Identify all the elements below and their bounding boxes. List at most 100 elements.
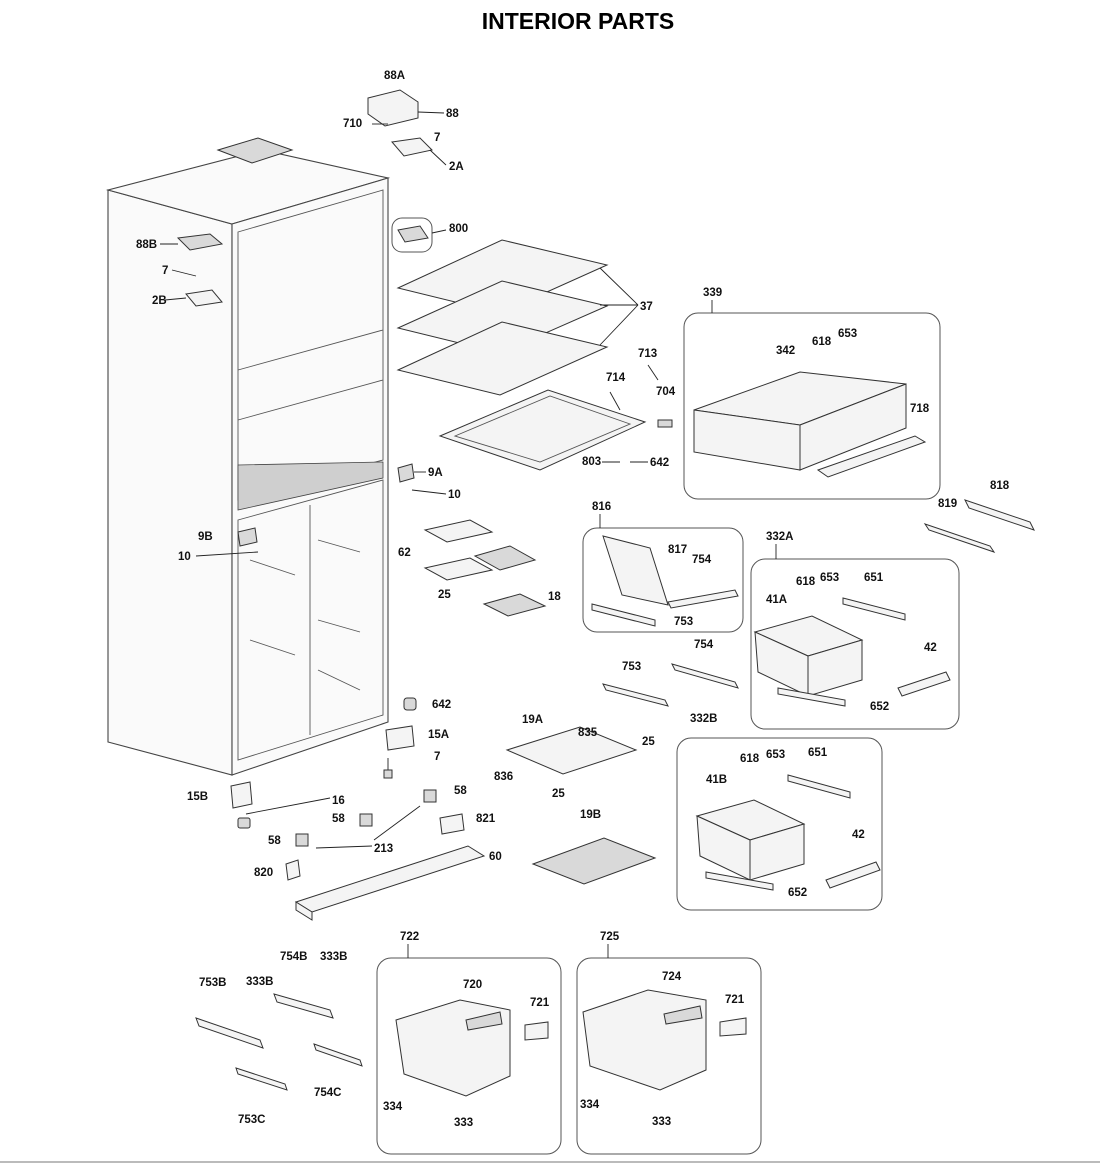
callout-836: 836: [494, 771, 513, 783]
drawer-group-339: 339 342 618 653 718: [683, 287, 941, 500]
callout-41B: 41B: [706, 774, 727, 786]
callout-820: 820: [254, 867, 273, 879]
left-hinge-assembly: 88B 7 2B: [136, 233, 224, 307]
callout-42b: 42: [852, 829, 865, 841]
callout-15A: 15A: [428, 729, 449, 741]
callout-58c: 58: [268, 835, 281, 847]
callout-37: 37: [640, 301, 653, 313]
callout-10b: 10: [178, 551, 191, 563]
callout-652a: 652: [870, 701, 889, 713]
callout-618c: 618: [740, 753, 760, 765]
drawer-group-332A: 332A 618 653 651 41A 42 652: [750, 531, 960, 730]
shelf-frame-714: 714 713 704 803 642: [438, 348, 676, 471]
callout-19A: 19A: [522, 714, 543, 726]
callout-334a: 334: [383, 1101, 403, 1113]
bin-group-725: 725 724 721 334 333: [576, 931, 762, 1155]
callout-42a: 42: [924, 642, 937, 654]
callout-720: 720: [463, 979, 482, 991]
callout-9A: 9A: [428, 467, 443, 479]
callout-88A: 88A: [384, 70, 405, 82]
shelf-support-9B: 9B 10: [178, 527, 259, 563]
callout-642b: 642: [432, 699, 451, 711]
callout-816: 816: [592, 501, 611, 513]
callout-653b: 653: [820, 572, 839, 584]
callout-41A: 41A: [766, 594, 787, 606]
callout-753a: 753: [674, 616, 693, 628]
refrigerator-cabinet: [105, 137, 391, 776]
door-hinge-brackets: 754B 333B 753B 333B 754C 753C: [195, 951, 363, 1126]
callout-754b: 754: [694, 639, 714, 651]
bin-group-722: 722 720 721 334 333: [376, 931, 562, 1155]
callout-754C: 754C: [314, 1087, 342, 1099]
bracket-group-213: 58 58 821 58 213: [268, 785, 496, 855]
callout-7c: 7: [434, 751, 440, 763]
callout-25c: 25: [552, 788, 565, 800]
callout-704: 704: [656, 386, 676, 398]
callout-213: 213: [374, 843, 393, 855]
callout-618a: 618: [812, 336, 832, 348]
bottom-cover-60: 60 820: [254, 845, 502, 921]
grille-19B: 19B: [531, 809, 657, 885]
callout-62: 62: [398, 547, 411, 559]
callout-753C: 753C: [238, 1114, 266, 1126]
hinge-cover-800: 800: [391, 217, 468, 253]
page-title: INTERIOR PARTS: [482, 8, 675, 34]
callout-15B: 15B: [187, 791, 208, 803]
callout-2A: 2A: [449, 161, 464, 173]
callout-332A: 332A: [766, 531, 794, 543]
callout-7b: 7: [162, 265, 168, 277]
callout-800: 800: [449, 223, 468, 235]
callout-58b: 58: [332, 813, 345, 825]
callout-819: 819: [938, 498, 957, 510]
hinge-lower-assembly: 642 15A 7: [385, 697, 451, 763]
callout-721a: 721: [530, 997, 550, 1009]
callout-721b: 721: [725, 994, 745, 1006]
rails-818-819: 818 819: [923, 480, 1035, 553]
drawer-group-332B: 332B 618 653 651 41B 42 652: [676, 713, 883, 911]
callout-60: 60: [489, 851, 502, 863]
callout-58a: 58: [454, 785, 467, 797]
callout-339: 339: [703, 287, 722, 299]
callout-2B: 2B: [152, 295, 167, 307]
callout-642a: 642: [650, 457, 669, 469]
glass-shelves-37: 37: [396, 239, 653, 396]
callout-753B: 753B: [199, 977, 227, 989]
callout-651a: 651: [864, 572, 884, 584]
callout-722: 722: [400, 931, 419, 943]
callout-713: 713: [638, 348, 657, 360]
callout-653c: 653: [766, 749, 785, 761]
callout-333b: 333: [652, 1116, 671, 1128]
callout-710: 710: [343, 118, 362, 130]
callout-653a: 653: [838, 328, 857, 340]
cover-19A: 19A 835 25 836 25: [494, 714, 655, 800]
callout-817: 817: [668, 544, 687, 556]
callout-754B: 754B: [280, 951, 308, 963]
callout-332B: 332B: [690, 713, 718, 725]
callout-803: 803: [582, 456, 601, 468]
callout-718: 718: [910, 403, 930, 415]
top-hinge-assembly: 88A 88 710 7 2A: [343, 70, 464, 173]
callout-25a: 25: [438, 589, 451, 601]
callout-618b: 618: [796, 576, 816, 588]
callout-9B: 9B: [198, 531, 213, 543]
callout-10a: 10: [448, 489, 461, 501]
callout-334b: 334: [580, 1099, 600, 1111]
foot-assembly: 15B 16: [187, 758, 393, 829]
callout-753b: 753: [622, 661, 641, 673]
callout-88B: 88B: [136, 239, 157, 251]
callout-25b: 25: [642, 736, 655, 748]
divider-group-816: 816 817 754 753: [582, 501, 744, 633]
callout-18: 18: [548, 591, 561, 603]
callout-818: 818: [990, 480, 1010, 492]
slide-rails-753-754: 753 754: [602, 639, 739, 707]
callout-821: 821: [476, 813, 496, 825]
callout-333Bb: 333B: [246, 976, 274, 988]
callout-333a: 333: [454, 1117, 473, 1129]
callout-19B: 19B: [580, 809, 601, 821]
callout-651b: 651: [808, 747, 828, 759]
callout-333Ba: 333B: [320, 951, 348, 963]
callout-724: 724: [662, 971, 682, 983]
callout-714: 714: [606, 372, 626, 384]
callout-342: 342: [776, 345, 795, 357]
